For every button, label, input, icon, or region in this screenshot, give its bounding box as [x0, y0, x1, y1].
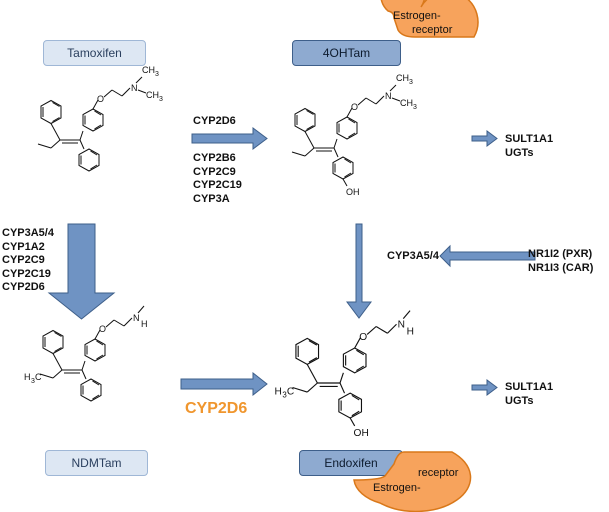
arrow-endoxifen-to-sult	[471, 379, 498, 396]
svg-text:O: O	[359, 332, 367, 343]
svg-text:H: H	[24, 372, 31, 382]
receptor-bottom-line2: Estrogen-	[373, 482, 421, 494]
enzyme-item: CYP2C9	[2, 254, 45, 266]
enzyme-cyp2d6-ndmtam: CYP2D6	[185, 400, 248, 417]
enzyme-item: SULT1A1	[505, 381, 554, 393]
arrow-regulators-to-cyp3a	[439, 244, 536, 268]
ohtam-structure: O N CH 3 CH 3 OH	[291, 73, 417, 197]
arrow-tam-to-ohtam	[191, 127, 268, 150]
svg-text:3: 3	[413, 104, 417, 111]
svg-text:O: O	[351, 102, 358, 112]
enzyme-item: CYP3A	[193, 192, 230, 205]
endoxifen-structure: O N H H 3 C OH	[274, 310, 414, 439]
enzyme-item: CYP3A5/4	[2, 227, 54, 239]
svg-text:3: 3	[31, 378, 35, 385]
endoxifen-label: Endoxifen	[299, 450, 403, 476]
enzyme-item: CYP2C19	[2, 267, 51, 280]
enzyme-item: UGTs	[505, 146, 534, 159]
enzyme-item: UGTs	[505, 394, 534, 407]
svg-text:3: 3	[282, 391, 287, 400]
svg-text:OH: OH	[346, 187, 360, 197]
arrow-ohtam-to-sult	[471, 130, 498, 147]
receptor-bottom-line1: receptor	[418, 467, 459, 479]
svg-text:O: O	[97, 94, 104, 104]
svg-text:C: C	[287, 386, 294, 397]
svg-text:CH: CH	[396, 73, 409, 83]
enzyme-item: SULT1A1	[505, 133, 554, 145]
arrow-ohtam-to-endoxifen	[346, 223, 372, 319]
receptor-top-line1: Estrogen-	[393, 10, 441, 22]
arrow-tam-to-ndmtam	[47, 223, 116, 320]
arrow-ndmtam-to-endoxifen	[180, 371, 268, 397]
svg-text:H: H	[274, 386, 281, 397]
svg-text:3: 3	[409, 79, 413, 86]
svg-text:H: H	[141, 319, 148, 329]
tamoxifen-label: Tamoxifen	[43, 40, 146, 66]
enzyme-item: CYP2B6	[193, 152, 236, 164]
svg-text:CH: CH	[400, 98, 413, 108]
svg-text:3: 3	[159, 96, 163, 103]
svg-text:O: O	[99, 324, 106, 334]
regulators: NR1I2 (PXR) NR1I3 (CAR)	[528, 248, 593, 275]
svg-text:N: N	[398, 320, 405, 331]
enzyme-item: CYP2C9	[193, 165, 236, 178]
ohtam-label: 4OHTam	[292, 40, 401, 66]
enzymes-tam-to-ndmtam: CYP3A5/4 CYP1A2 CYP2C9 CYP2C19 CYP2D6	[2, 227, 54, 295]
ohtam-conjugation: SULT1A1 UGTs	[505, 133, 553, 160]
svg-text:H: H	[407, 326, 414, 337]
svg-text:OH: OH	[354, 428, 369, 439]
estrogen-receptor-top	[380, 0, 479, 38]
regulator-item: NR1I2 (PXR)	[528, 248, 593, 260]
svg-text:CH: CH	[142, 65, 155, 75]
svg-text:C: C	[35, 372, 42, 382]
svg-text:3: 3	[155, 71, 159, 78]
svg-text:N: N	[385, 91, 392, 101]
tamoxifen-structure: O N CH 3 CH 3	[37, 65, 163, 172]
svg-text:N: N	[133, 313, 140, 323]
enzyme-cyp2d6-main: CYP2D6	[193, 115, 236, 127]
svg-text:CH: CH	[146, 90, 159, 100]
endoxifen-conjugation: SULT1A1 UGTs	[505, 381, 553, 408]
enzyme-item: CYP2C19	[193, 179, 242, 191]
enzyme-item: CYP2D6	[2, 281, 45, 293]
ndmtam-label: NDMTam	[45, 450, 148, 476]
estrogen-receptor-bottom	[353, 451, 472, 512]
svg-text:N: N	[131, 83, 138, 93]
enzymes-tam-to-ohtam-minor: CYP2B6 CYP2C9 CYP2C19 CYP3A	[193, 152, 242, 206]
regulator-item: NR1I3 (CAR)	[528, 261, 594, 274]
receptor-top-line2: receptor	[412, 24, 453, 36]
enzyme-item: CYP1A2	[2, 240, 45, 253]
ndmtam-structure: O N H H 3 C	[24, 305, 148, 402]
enzyme-cyp3a-ohtam: CYP3A5/4	[387, 250, 439, 262]
